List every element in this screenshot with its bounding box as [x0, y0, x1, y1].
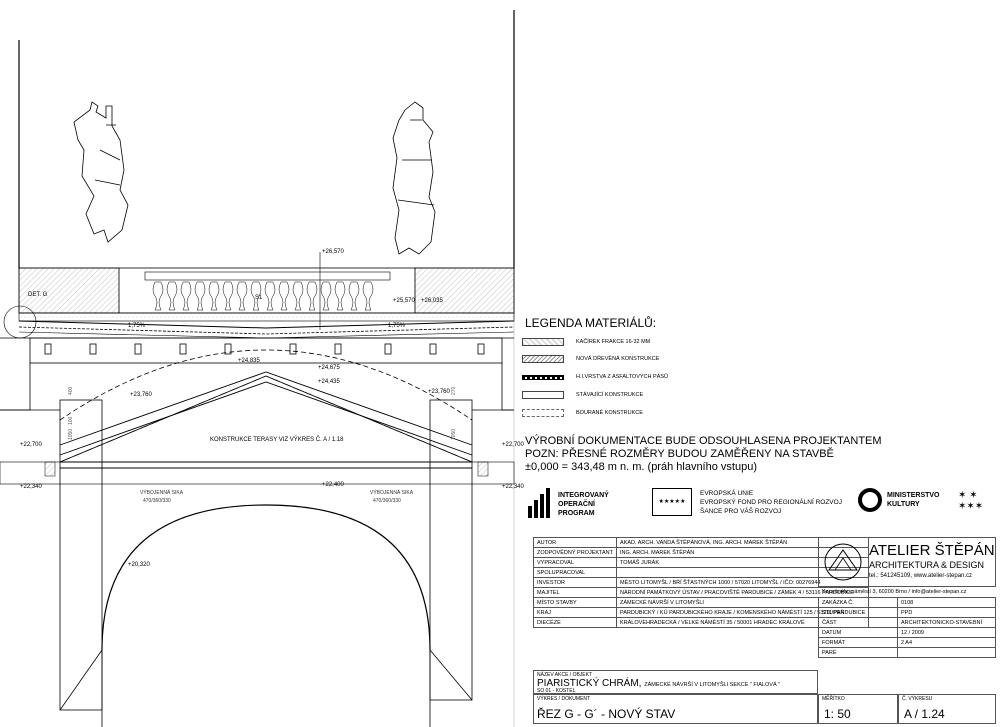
legend-item: NOVÁ DŘEVĚNÁ KONSTRUKCE: [522, 352, 659, 366]
statue-left: [73, 101, 129, 243]
membrane-swatch: [522, 374, 564, 380]
eu-flag-icon: ★★★★★: [652, 488, 692, 516]
project-sub: SO 01 - KOSTEL: [537, 688, 576, 694]
note-datum: ±0,000 = 343,48 m n. m. (práh hlavního v…: [525, 461, 757, 473]
svg-text:VÝBOJENNÁ SIKA: VÝBOJENNÁ SIKA: [140, 489, 184, 496]
wood-swatch: [522, 355, 564, 363]
detail-circle: [3, 305, 37, 339]
beam-ends: [44, 343, 485, 355]
ministry-icon: [858, 488, 882, 512]
section-s1: S1: [255, 295, 263, 301]
level-right-mid: +23,760: [428, 389, 451, 395]
level-left-base: +22,340: [20, 484, 43, 490]
level-top: +26,570: [322, 249, 345, 255]
level-left-low: +22,700: [20, 442, 43, 448]
dimension-label: 100: [68, 416, 74, 425]
level-inner-a: +24,835: [238, 358, 261, 364]
scale-value: 1: 50: [824, 707, 851, 721]
balusters: [152, 281, 374, 311]
terrace-note: KONSTRUKCE TERASY VIZ VÝKRES Č. A / 1.18: [210, 436, 344, 443]
legend-item: H.I.VRSTVA Z ASFALTOVÝCH PÁSŮ: [522, 370, 668, 384]
svg-text:470/360/330: 470/360/330: [373, 498, 401, 504]
demolished-swatch: [522, 409, 564, 417]
note-dimensions: POZN: PŘESNÉ ROZMĚRY BUDOU ZAMĚŘENY NA S…: [525, 448, 834, 460]
level-left-mid: +23,760: [130, 392, 153, 398]
statue-right: [392, 101, 436, 255]
level-parapet-1: +25,570: [393, 298, 416, 304]
office-address: Konečného náměstí 3, 60200 Brno / info@a…: [822, 589, 967, 595]
project-box: NÁZEV AKCE / OBJEKT PIARISTICKÝ CHRÁM, Z…: [533, 670, 818, 694]
level-inner-c: +24,435: [318, 379, 341, 385]
office-name: ATELIER ŠTĚPÁN: [869, 542, 995, 559]
office-sub: ARCHITEKTURA & DESIGN: [869, 560, 985, 570]
office-tel: tel.: 541245109, www.atelier-stepan.cz: [869, 573, 973, 579]
sheet-number: A / 1.24: [904, 707, 945, 721]
legend-item: KAČÍREK FRAKCE 16-32 MM: [522, 335, 650, 349]
project-name: PIARISTICKÝ CHRÁM,: [537, 678, 642, 689]
office-logo-icon: [824, 543, 862, 581]
legend-title: LEGENDA MATERIÁLŮ:: [525, 316, 657, 330]
level-inner-b: +24,675: [318, 365, 341, 371]
drawing-name: ŘEZ G - G´ - NOVÝ STAV: [537, 707, 676, 721]
iop-bars-icon: [528, 488, 550, 518]
level-right-low: +22,700: [502, 442, 525, 448]
dimension-label: 270: [451, 386, 457, 395]
existing-swatch: [522, 391, 564, 399]
level-center-base: +22,400: [322, 482, 345, 488]
svg-text:470/360/330: 470/360/330: [143, 498, 171, 504]
table-row: PARÉ: [818, 647, 996, 658]
dimension-label: 1050: [68, 429, 74, 440]
level-parapet-2: +26,035: [421, 298, 444, 304]
detail-label: DET. G: [28, 292, 48, 298]
legend-item: BOURANÉ KONSTRUKCE: [522, 406, 643, 420]
dimension-label: 400: [68, 386, 74, 395]
level-arch-base: +20,320: [128, 562, 151, 568]
stars-icon: ✶ ✶✶✶✶: [958, 490, 984, 512]
note-approval: VÝROBNÍ DOKUMENTACE BUDE ODSOUHLASENA PR…: [525, 435, 882, 447]
svg-text:VÝBOJENNÁ SIKA: VÝBOJENNÁ SIKA: [370, 489, 414, 496]
slope-left: 1,75%: [128, 323, 146, 329]
scale-box: MĚŘÍTKO 1: 50: [818, 694, 898, 724]
truss: [59, 371, 473, 469]
gravel-swatch: [522, 338, 564, 346]
legend-item: STÁVAJÍCÍ KONSTRUKCE: [522, 388, 643, 402]
project-location: ZÁMECKÉ NÁVRŠÍ V LITOMYŠLI SEKCE " FIALO…: [644, 682, 781, 688]
office-box: ATELIER ŠTĚPÁN ARCHITEKTURA & DESIGN tel…: [818, 537, 996, 587]
level-markers: +26,570 +25,570 +26,035 +24,835 +24,675 …: [20, 249, 525, 568]
dimension-label: 1050: [451, 429, 457, 440]
slope-right: 1,75%: [388, 323, 406, 329]
table-row: ZAKÁZKA Č.0108: [818, 597, 996, 608]
level-right-base: +22,340: [502, 484, 525, 490]
drawing-box: VÝKRES / DOKUMENT ŘEZ G - G´ - NOVÝ STAV: [533, 694, 818, 724]
sheet-box: Č. VÝKRESU A / 1.24: [898, 694, 996, 724]
